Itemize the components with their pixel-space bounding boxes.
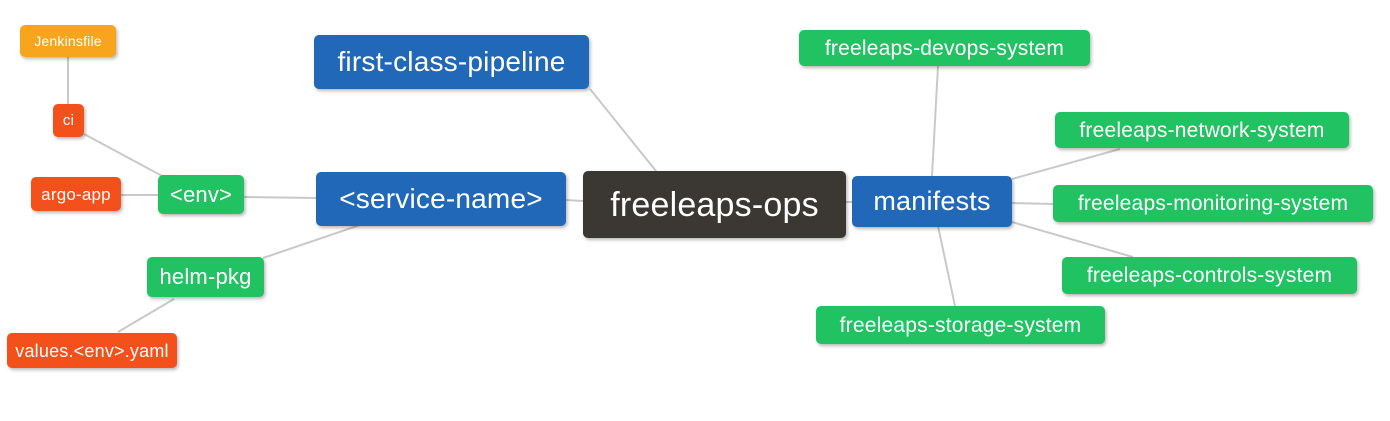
node-jenkinsfile[interactable]: Jenkinsfile <box>20 25 116 57</box>
edge-manifests-network-system <box>1011 148 1121 180</box>
edge-manifests-storage-system <box>937 225 956 307</box>
edge-ci-env <box>83 133 165 178</box>
edge-manifests-devops-system <box>931 65 939 177</box>
edge-service-name-freeleaps-ops <box>565 199 584 202</box>
edge-service-name-helm-pkg <box>262 224 361 259</box>
node-first-class-pipeline[interactable]: first-class-pipeline <box>314 35 589 89</box>
node-manifests[interactable]: manifests <box>852 176 1012 227</box>
node-freeleaps-controls-system[interactable]: freeleaps-controls-system <box>1062 257 1357 294</box>
node-freeleaps-monitoring-system[interactable]: freeleaps-monitoring-system <box>1053 185 1373 222</box>
node-values-env-yaml[interactable]: values.<env>.yaml <box>7 333 177 368</box>
node-freeleaps-devops-system[interactable]: freeleaps-devops-system <box>799 30 1090 66</box>
node-freeleaps-ops[interactable]: freeleaps-ops <box>583 171 846 238</box>
node-helm-pkg[interactable]: helm-pkg <box>147 257 264 297</box>
edge-pipeline-freeleaps-ops <box>589 88 657 172</box>
edge-env-service-name <box>243 196 317 199</box>
edge-manifests-controls-system <box>1011 221 1134 258</box>
node-freeleaps-storage-system[interactable]: freeleaps-storage-system <box>816 306 1105 344</box>
node-freeleaps-network-system[interactable]: freeleaps-network-system <box>1055 112 1349 148</box>
node-argo-app[interactable]: argo-app <box>31 177 121 211</box>
node-service-name[interactable]: <service-name> <box>316 172 566 226</box>
node-ci[interactable]: ci <box>53 104 84 137</box>
node-env[interactable]: <env> <box>158 175 244 214</box>
edge-manifests-monitoring-system <box>1011 202 1054 205</box>
edge-helm-pkg-values-yaml <box>117 298 175 333</box>
